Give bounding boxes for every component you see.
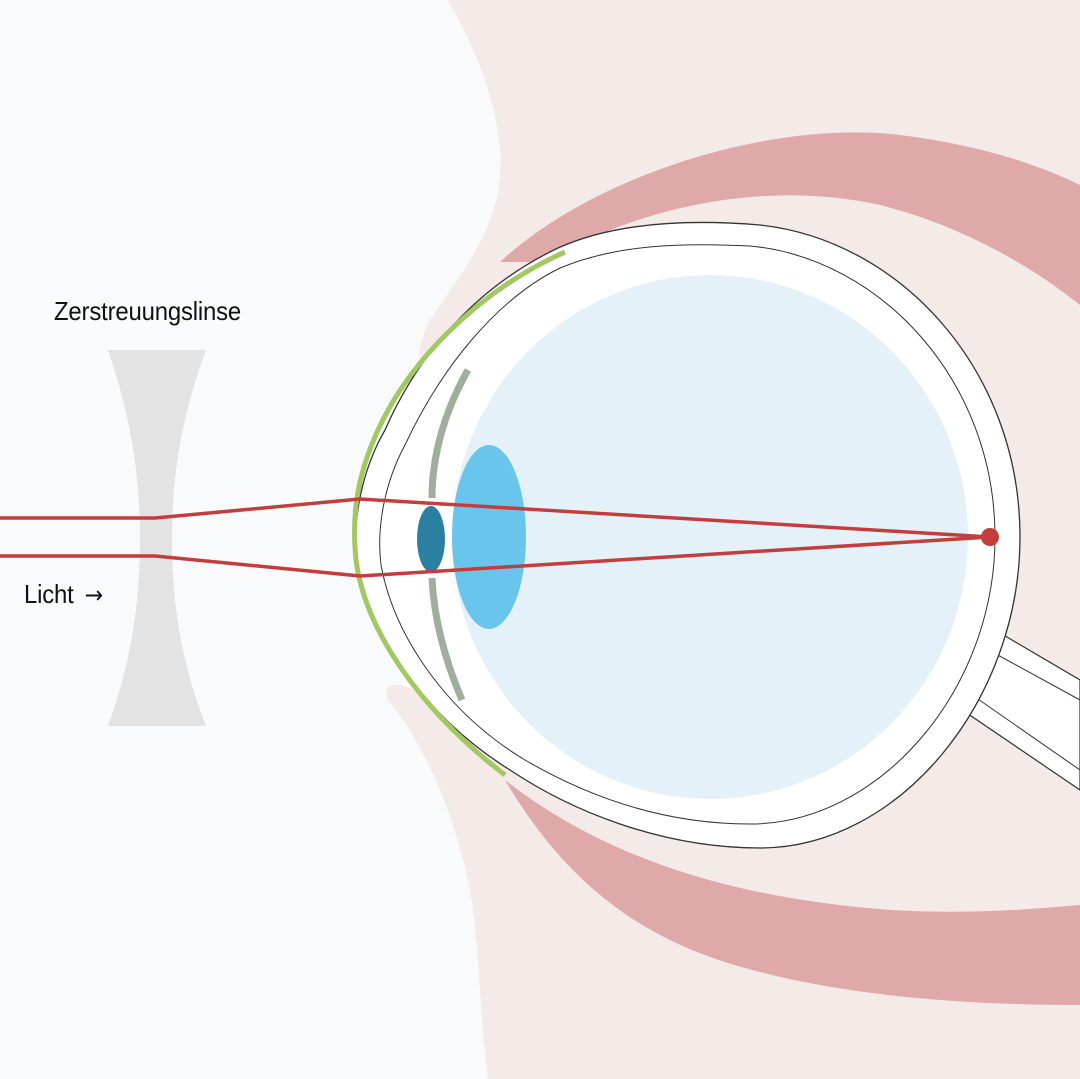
light-ray-lower [0,535,991,578]
arrow-right-icon: → [84,581,104,609]
focus-point [981,528,999,546]
iris-upper [428,368,472,499]
pupil [417,506,445,572]
eye-lens [452,445,526,629]
light-label-group: Licht → [24,581,103,607]
iris-lower [428,577,466,702]
lens-label: Zerstreuungslinse [54,296,242,326]
optic-nerve-inner [964,647,1080,771]
light-label: Licht [24,579,74,609]
upper-eyelid-muscle [500,132,1080,305]
vitreous-body [452,275,968,799]
eyeball-inner-line [379,244,996,825]
concave-lens [108,350,206,726]
light-ray-upper [0,497,991,539]
lower-eyelid-muscle [505,780,1080,1005]
